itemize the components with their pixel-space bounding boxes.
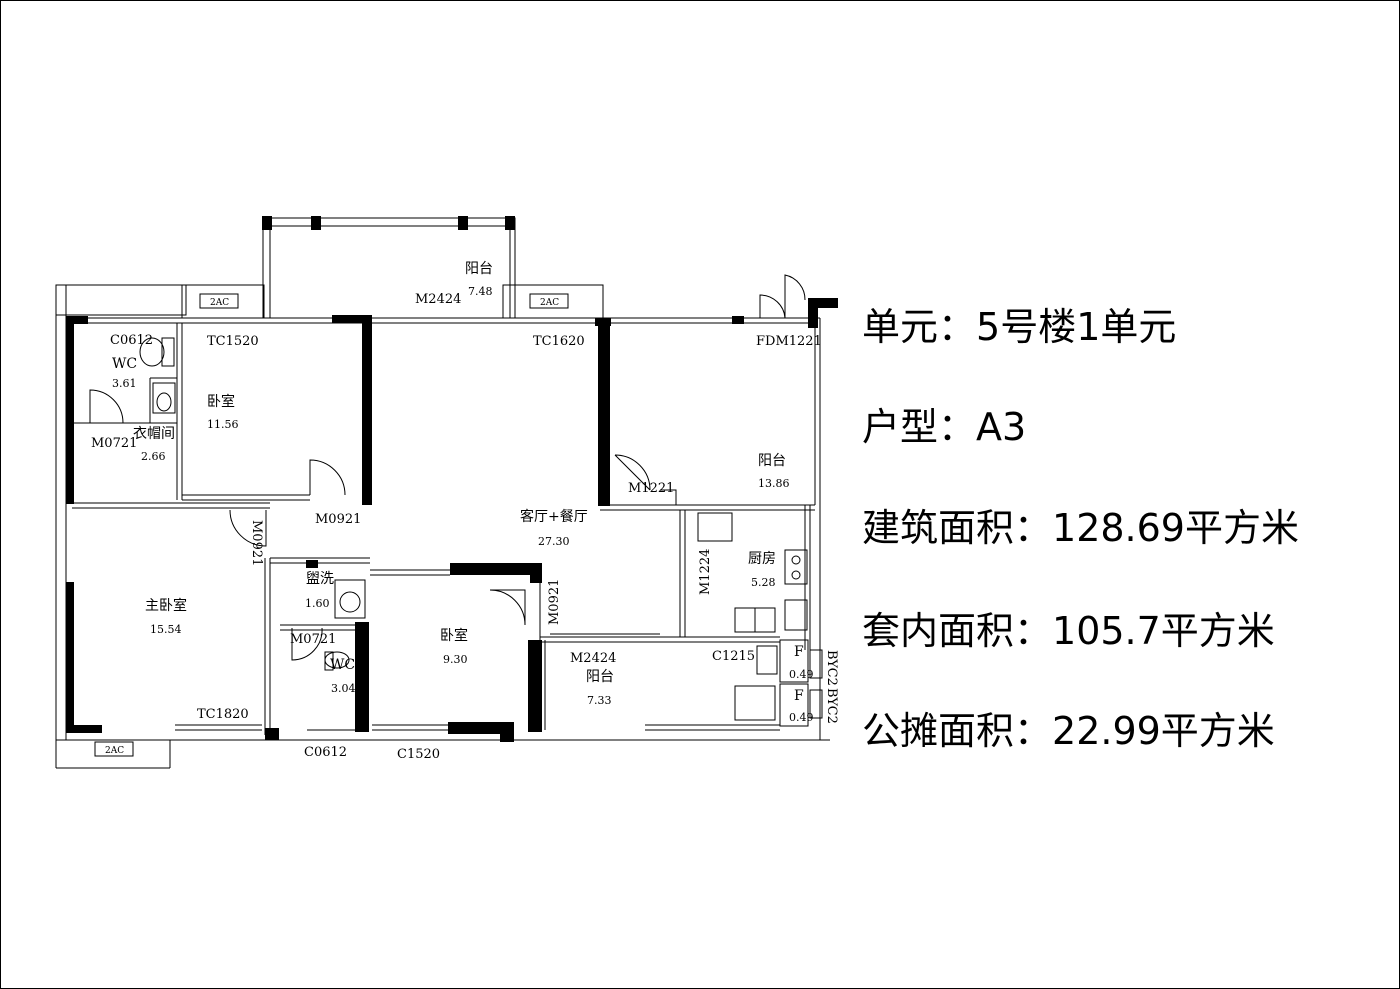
door-window-codes: C0612 TC1520 M2424 TC1620 FDM1221 M0721 … <box>91 292 839 762</box>
info-type-label: 户型： <box>862 405 977 449</box>
room-area-balcony-top: 7.48 <box>468 285 493 298</box>
room-area-balcony-right: 13.86 <box>758 477 790 490</box>
code-m2424-bottom: M2424 <box>570 651 616 666</box>
code-byc2-a: BYC2 <box>824 650 839 686</box>
code-c1520: C1520 <box>397 747 440 762</box>
code-fdm1221: FDM1221 <box>756 334 822 349</box>
code-tc1620: TC1620 <box>533 334 585 349</box>
code-m1221: M1221 <box>628 481 674 496</box>
info-gross-value: 128.69平方米 <box>1052 506 1299 550</box>
floor-plan: 阳台 7.48 WC 3.61 衣帽间 2.66 卧室 11.56 客厅+餐厅 … <box>55 216 839 769</box>
room-name-living: 客厅+餐厅 <box>520 508 588 525</box>
room-area-closet: 2.66 <box>141 450 166 463</box>
room-name-balcony-top: 阳台 <box>465 261 493 277</box>
room-name-flue-2: F <box>794 688 804 704</box>
room-name-closet: 衣帽间 <box>133 426 175 442</box>
code-tc1820: TC1820 <box>197 707 249 722</box>
info-unit: 单元：5号楼1单元 <box>862 296 1176 351</box>
thin-walls <box>55 217 830 769</box>
info-unit-label: 单元： <box>862 305 977 349</box>
info-shared-area: 公摊面积：22.99平方米 <box>862 700 1275 755</box>
room-name-master: 主卧室 <box>145 597 187 614</box>
info-inner-value: 105.7平方米 <box>1052 609 1275 653</box>
room-labels: 阳台 7.48 WC 3.61 衣帽间 2.66 卧室 11.56 客厅+餐厅 … <box>112 261 814 724</box>
room-area-wc-top: 3.61 <box>112 377 137 390</box>
room-name-wc-bottom: WC <box>330 657 355 673</box>
code-m0921-c: M0921 <box>547 579 562 625</box>
info-inner-area: 套内面积：105.7平方米 <box>862 600 1275 655</box>
room-area-master: 15.54 <box>150 623 182 636</box>
info-inner-label: 套内面积： <box>862 609 1053 653</box>
info-gross-area: 建筑面积：128.69平方米 <box>862 497 1299 552</box>
room-area-living: 27.30 <box>538 535 570 548</box>
room-name-balcony-right: 阳台 <box>758 453 786 469</box>
info-unit-value: 5号楼1单元 <box>976 305 1177 349</box>
ac-label-1: 2AC <box>210 298 229 308</box>
info-type: 户型：A3 <box>862 396 1026 451</box>
room-name-wc-top: WC <box>112 356 137 372</box>
room-name-flue-1: F <box>794 644 804 660</box>
room-area-balcony-bottom: 7.33 <box>587 694 612 707</box>
room-area-wash: 1.60 <box>305 597 330 610</box>
room-name-bedroom-1: 卧室 <box>207 393 235 410</box>
code-tc1520: TC1520 <box>207 334 259 349</box>
room-name-wash: 盥洗 <box>306 571 334 587</box>
room-area-bedroom-1: 11.56 <box>207 418 239 431</box>
room-name-balcony-bottom: 阳台 <box>586 669 614 685</box>
room-name-bedroom-2: 卧室 <box>440 627 468 644</box>
room-name-kitchen: 厨房 <box>748 551 776 567</box>
info-shared-label: 公摊面积： <box>862 709 1053 753</box>
code-m0721-top: M0721 <box>91 436 137 451</box>
room-area-bedroom-2: 9.30 <box>443 653 468 666</box>
room-area-kitchen: 5.28 <box>751 576 776 589</box>
room-area-wc-bottom: 3.04 <box>331 682 356 695</box>
code-byc2-b: BYC2 <box>824 688 839 724</box>
code-c0612-bottom: C0612 <box>304 745 347 760</box>
thick-walls <box>66 216 838 742</box>
info-gross-label: 建筑面积： <box>862 506 1053 550</box>
code-m1224: M1224 <box>698 549 713 595</box>
code-m0721-bottom: M0721 <box>290 632 336 647</box>
ac-label-3: 2AC <box>105 746 124 756</box>
ac-labels: 2AC 2AC 2AC <box>105 298 559 756</box>
info-shared-value: 22.99平方米 <box>1052 709 1275 753</box>
ac-label-2: 2AC <box>540 298 559 308</box>
code-c0612-top: C0612 <box>110 333 153 348</box>
room-area-flue-1: 0.49 <box>789 668 814 681</box>
code-m0921-b: M0921 <box>249 520 264 566</box>
room-area-flue-2: 0.49 <box>789 711 814 724</box>
code-c1215: C1215 <box>712 649 755 664</box>
code-m2424-top: M2424 <box>415 292 461 307</box>
info-type-value: A3 <box>976 405 1027 449</box>
code-m0921-a: M0921 <box>315 512 361 527</box>
